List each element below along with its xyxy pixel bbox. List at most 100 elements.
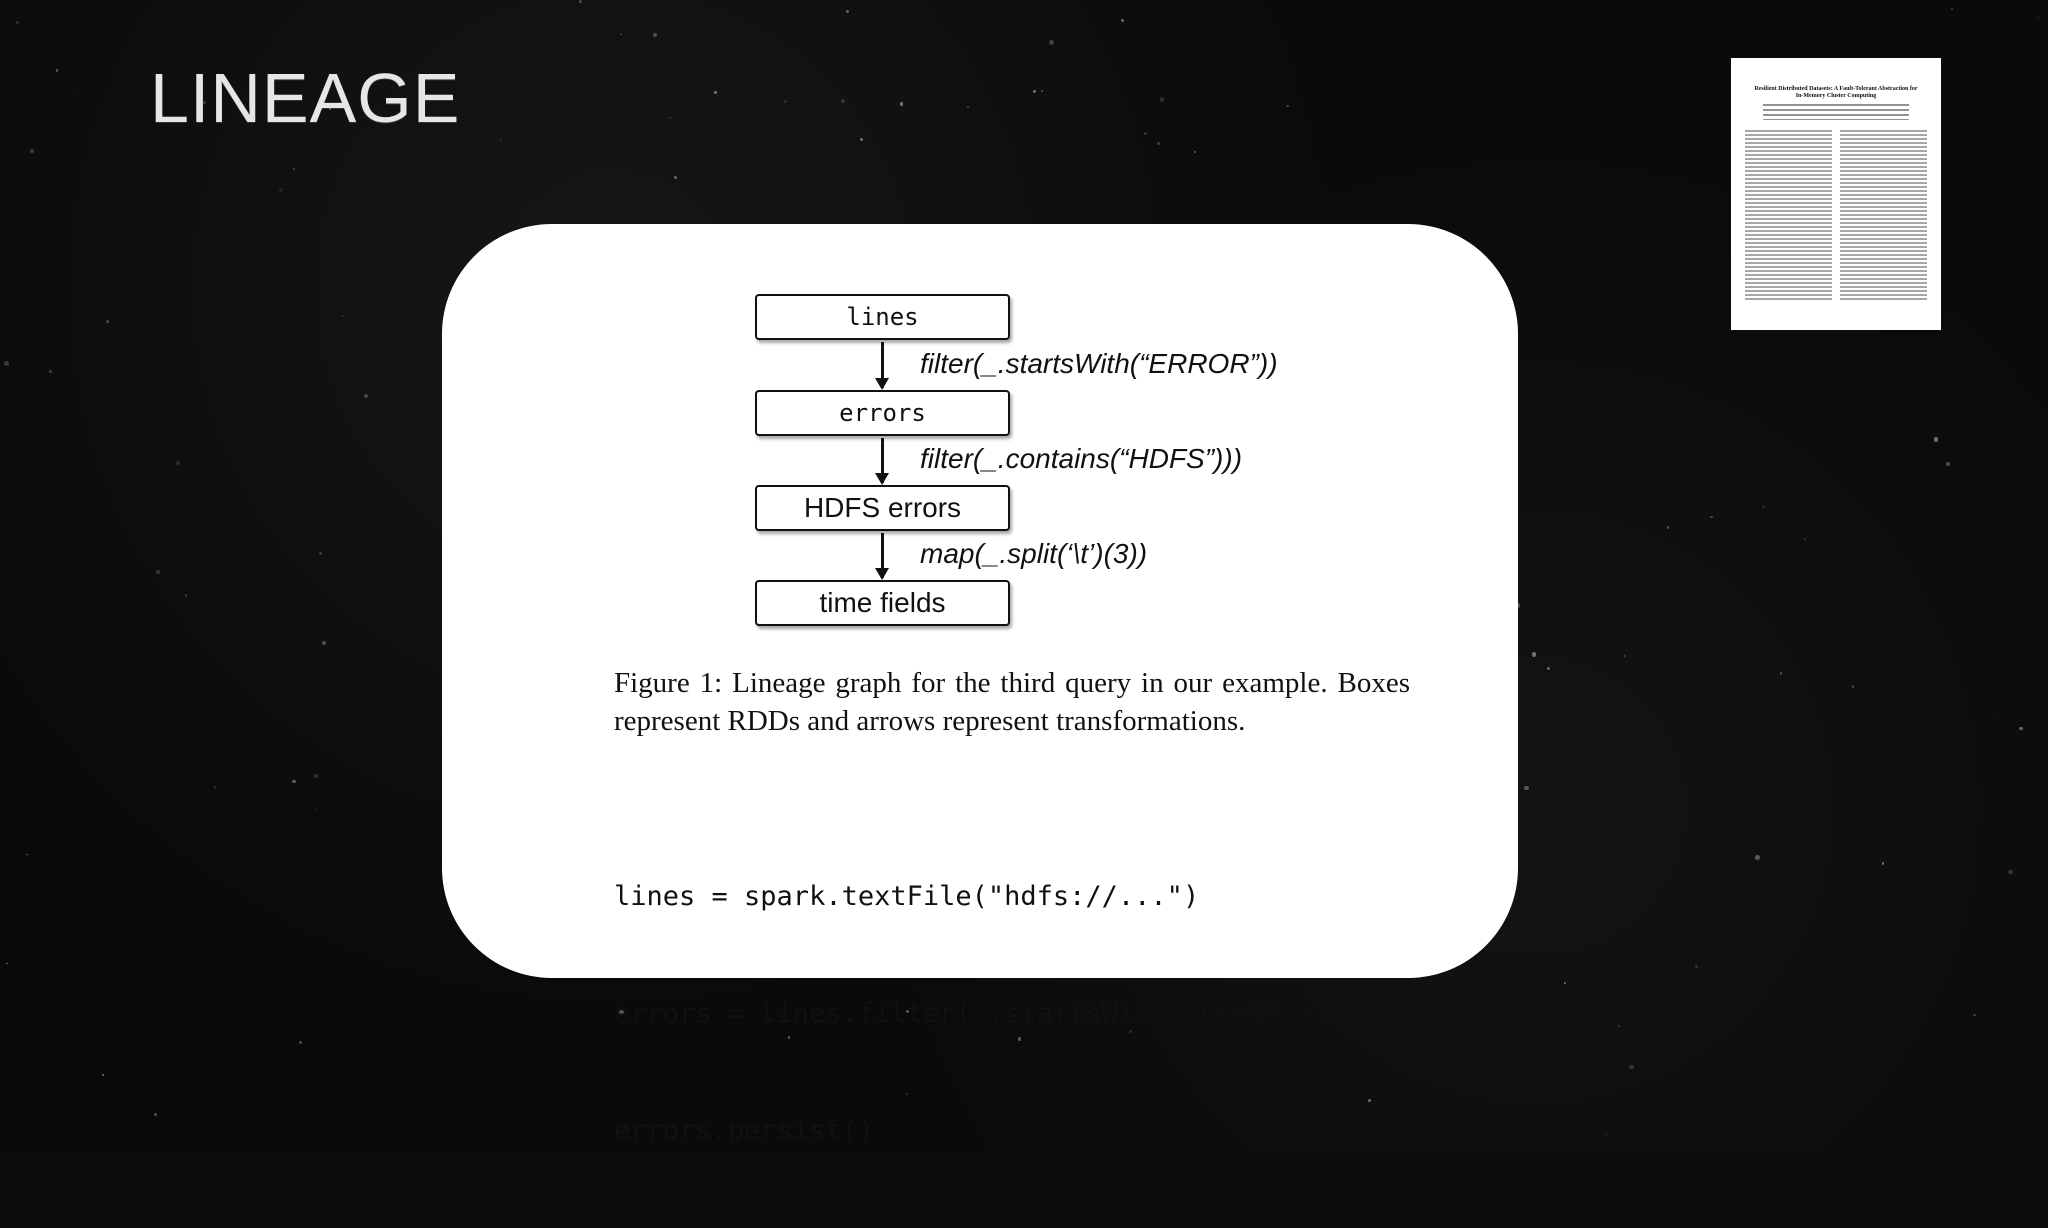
figure-card: lines filter(_.startsWith(“ERROR”)) erro… <box>442 224 1518 978</box>
star-speck <box>176 461 179 464</box>
star-speck <box>6 963 8 965</box>
star-speck <box>1946 462 1950 466</box>
star-speck <box>1882 862 1885 865</box>
star-speck <box>620 34 622 36</box>
star-speck <box>2037 16 2039 18</box>
arrow-head <box>875 473 889 485</box>
star-speck <box>1667 526 1669 528</box>
rdd-node-lines: lines <box>755 294 1010 340</box>
transformation-label-map-split: map(_.split(‘\t’)(3)) <box>920 538 1147 570</box>
star-speck <box>1629 1065 1634 1070</box>
star-speck <box>1804 538 1806 540</box>
star-speck <box>1368 1099 1371 1102</box>
star-speck <box>1762 505 1765 508</box>
star-speck <box>1934 437 1939 442</box>
star-speck <box>1041 90 1043 92</box>
star-speck <box>1033 90 1036 93</box>
star-speck <box>1618 1025 1620 1027</box>
star-speck <box>56 69 58 71</box>
star-speck <box>279 188 283 192</box>
code-block: lines = spark.textFile("hdfs://...") err… <box>614 799 1329 1228</box>
star-speck <box>2011 510 2013 512</box>
star-speck <box>900 102 903 105</box>
star-speck <box>669 117 670 118</box>
star-speck <box>185 594 188 597</box>
arrow-head <box>875 568 889 580</box>
star-speck <box>299 1041 303 1045</box>
star-speck <box>1524 786 1528 790</box>
star-speck <box>1695 965 1698 968</box>
paper-thumbnail: Resilient Distributed Datasets: A Fault-… <box>1731 58 1941 330</box>
star-speck <box>860 138 863 141</box>
star-speck <box>2019 727 2022 730</box>
star-speck <box>846 10 849 13</box>
star-speck <box>154 1113 157 1116</box>
star-speck <box>293 168 294 169</box>
star-speck <box>1606 1134 1607 1135</box>
star-speck <box>1194 151 1196 153</box>
star-speck <box>30 149 34 153</box>
star-speck <box>784 100 787 103</box>
star-speck <box>714 91 716 93</box>
star-speck <box>1564 982 1566 984</box>
star-speck <box>967 106 969 108</box>
star-speck <box>1532 652 1536 656</box>
star-speck <box>4 361 9 366</box>
star-speck <box>1973 1014 1976 1017</box>
transformation-label-filter-hdfs: filter(_.contains(“HDFS”))) <box>920 443 1242 475</box>
star-speck <box>156 570 160 574</box>
rdd-node-time-fields: time fields <box>755 580 1010 626</box>
star-speck <box>674 176 677 179</box>
star-speck <box>214 786 216 788</box>
star-speck <box>49 370 52 373</box>
paper-thumbnail-title: Resilient Distributed Datasets: A Fault-… <box>1753 86 1919 100</box>
star-speck <box>841 99 845 103</box>
star-speck <box>1996 712 1997 713</box>
star-speck <box>16 21 20 25</box>
paper-thumbnail-column <box>1840 130 1927 300</box>
star-speck <box>2008 870 2012 874</box>
rdd-node-errors: errors <box>755 390 1010 436</box>
transformation-arrow <box>881 533 884 578</box>
paper-thumbnail-body <box>1745 130 1927 300</box>
star-speck <box>1624 655 1626 657</box>
star-speck <box>1160 97 1165 102</box>
star-speck <box>292 780 295 783</box>
star-speck <box>76 94 78 96</box>
star-speck <box>1157 142 1160 145</box>
figure-caption: Figure 1: Lineage graph for the third qu… <box>614 664 1410 740</box>
transformation-arrow <box>881 438 884 483</box>
rdd-node-hdfs-errors: HDFS errors <box>755 485 1010 531</box>
star-speck <box>1852 685 1854 687</box>
star-speck <box>1710 516 1713 519</box>
transformation-arrow <box>881 342 884 388</box>
star-speck <box>342 315 344 317</box>
star-speck <box>653 33 657 37</box>
transformation-label-filter-error: filter(_.startsWith(“ERROR”)) <box>920 348 1278 380</box>
star-speck <box>1121 19 1124 22</box>
star-speck <box>1144 132 1147 135</box>
star-speck <box>26 854 28 856</box>
star-speck <box>364 394 368 398</box>
star-speck <box>315 809 316 810</box>
paper-thumbnail-column <box>1745 130 1832 300</box>
lineage-graph: lines filter(_.startsWith(“ERROR”)) erro… <box>442 224 1518 664</box>
star-speck <box>314 774 318 778</box>
star-speck <box>1755 855 1760 860</box>
star-speck <box>1286 105 1288 107</box>
slide-title: LINEAGE <box>150 58 460 138</box>
star-speck <box>106 320 109 323</box>
paper-thumbnail-authors <box>1763 104 1909 120</box>
arrow-head <box>875 378 889 390</box>
star-speck <box>102 1074 104 1076</box>
star-speck <box>1049 40 1054 45</box>
star-speck <box>322 641 326 645</box>
star-speck <box>1780 672 1783 675</box>
star-speck <box>1547 667 1550 670</box>
star-speck <box>319 552 322 555</box>
star-speck <box>500 140 501 141</box>
code-line: lines = spark.textFile("hdfs://...") <box>614 877 1329 916</box>
code-line: errors = lines.filter(_.startsWith("ERRO… <box>614 994 1329 1033</box>
star-speck <box>579 0 582 3</box>
code-line: errors.persist() <box>614 1111 1329 1150</box>
